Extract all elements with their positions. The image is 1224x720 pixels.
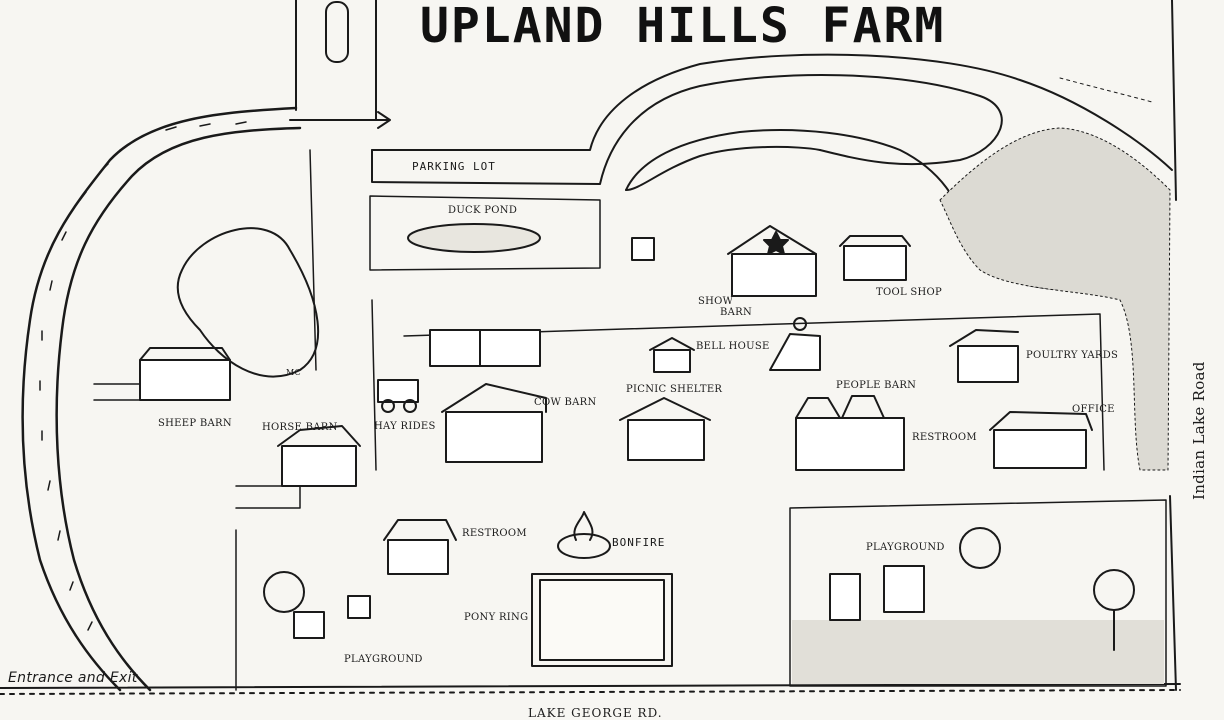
parking-arrow [289, 111, 391, 129]
sheep-barn-building [139, 347, 231, 401]
label-mc-initials: MC [286, 368, 301, 377]
entrance-drive [21, 106, 302, 692]
pasture-fences [93, 149, 1167, 691]
label-people-barn: PEOPLE BARN [836, 380, 917, 391]
road-indian-lake: Indian Lake Road [1190, 361, 1208, 500]
label-office: OFFICE [1072, 404, 1115, 415]
cow-barn-building [441, 383, 547, 463]
label-entrance-exit: Entrance and Exit [8, 670, 138, 686]
map-title: UPLAND HILLS FARM [420, 0, 946, 54]
poultry-building [949, 329, 1019, 383]
label-parking-lot: PARKING LOT [412, 160, 496, 173]
office-building [989, 411, 1093, 469]
label-bell-house: BELL HOUSE [696, 341, 770, 352]
duck-pond-water [407, 223, 541, 253]
label-tool-shop: TOOL SHOP [876, 287, 943, 298]
label-poultry-yards: POULTRY YARDS [1026, 350, 1119, 361]
label-show-barn-line1: SHOW [698, 296, 734, 307]
road-lake-george: LAKE GEORGE RD. [528, 706, 663, 720]
woods [939, 77, 1171, 471]
label-duck-pond: DUCK POND [448, 205, 518, 216]
label-playground-east: PLAYGROUND [866, 542, 945, 553]
playground-east-area [792, 527, 1164, 684]
tool-shop-building [839, 235, 911, 281]
label-playground-west: PLAYGROUND [344, 654, 423, 665]
playground-west-area [263, 571, 371, 639]
label-horse-barn: HORSE BARN [262, 422, 338, 433]
property-fence [0, 0, 1181, 695]
hay-ride-wagon [377, 379, 419, 413]
picnic-shelter-building [619, 397, 711, 461]
small-shed [631, 237, 655, 261]
bell-house-building [649, 337, 695, 373]
people-barn-building [795, 395, 905, 471]
label-pony-ring: PONY RING [464, 612, 529, 623]
label-hay-rides: HAY RIDES [374, 421, 436, 432]
bonfire-pit [557, 511, 611, 559]
label-restroom-east: RESTROOM [912, 432, 977, 443]
label-cow-barn: COW BARN [534, 397, 597, 408]
label-picnic-shelter: PICNIC SHELTER [626, 384, 723, 395]
show-barn-building [727, 225, 817, 297]
label-bonfire: BONFIRE [612, 536, 666, 549]
horse-barn-building [277, 425, 361, 487]
label-show-barn-line2: BARN [720, 307, 753, 318]
sheep-pasture-field [176, 227, 320, 378]
cow-pens [429, 329, 541, 367]
restroom-south-building [383, 519, 457, 575]
label-restroom-south: RESTROOM [462, 528, 527, 539]
label-sheep-barn: SHEEP BARN [158, 418, 232, 429]
bell-tower [769, 317, 821, 371]
pony-ring-fence [531, 573, 673, 667]
drive-arrows [39, 121, 247, 631]
